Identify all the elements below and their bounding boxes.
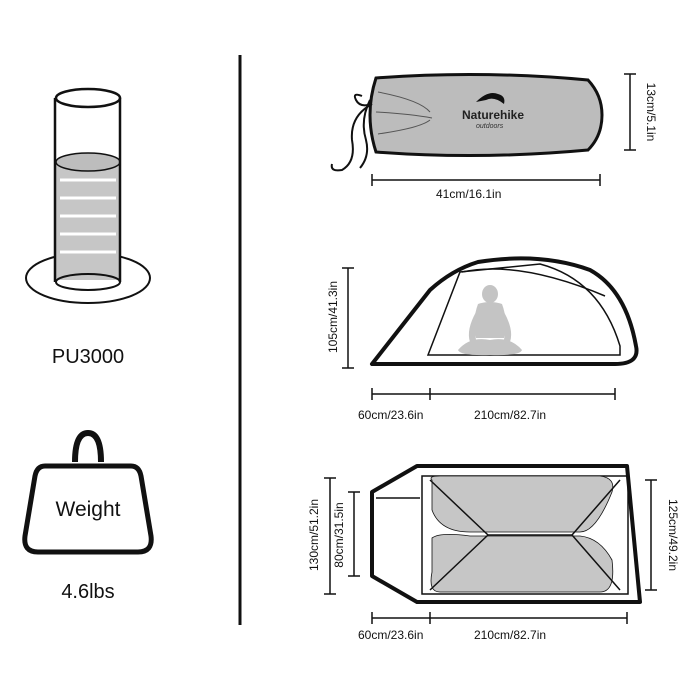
side-vestibule-label: 60cm/23.6in xyxy=(358,408,424,422)
top-outer-width-dimension-line xyxy=(324,477,336,595)
tent-side-view-illustration xyxy=(370,256,639,366)
waterproof-rating-label: PU3000 xyxy=(51,346,125,368)
side-inner-length-label: 210cm/82.7in xyxy=(474,408,547,422)
waterproof-cylinder-icon xyxy=(25,87,151,304)
weight-icon-text: Weight xyxy=(55,498,121,521)
weight-icon xyxy=(22,429,154,555)
top-door-width-dimension-line xyxy=(348,491,360,577)
person-sitting-icon xyxy=(458,285,522,356)
side-height-dimension-line xyxy=(342,267,354,369)
top-inner-length-label: 210cm/82.7in xyxy=(474,628,547,642)
top-inner-width-label: 125cm/49.2in xyxy=(666,498,680,572)
packed-height-label: 13cm/5.1in xyxy=(644,82,658,142)
top-length-dimension-line xyxy=(371,612,628,624)
top-vestibule-label: 60cm/23.6in xyxy=(358,628,424,642)
tent-top-view-illustration xyxy=(370,464,642,604)
packed-length-label: 41cm/16.1in xyxy=(436,187,502,201)
weight-value: 4.6lbs xyxy=(61,581,115,603)
packed-bag-illustration xyxy=(330,72,604,172)
packed-length-dimension-line xyxy=(371,174,601,186)
side-height-label: 105cm/41.3in xyxy=(326,280,340,354)
top-inner-width-dimension-line xyxy=(645,479,657,591)
bag-brand-logo-text: Naturehike xyxy=(462,108,525,122)
bag-brand-subtext: outdoors xyxy=(476,123,504,130)
top-outer-width-label: 130cm/51.2in xyxy=(307,498,321,572)
side-length-dimension-line xyxy=(371,388,616,400)
top-door-width-label: 80cm/31.5in xyxy=(332,502,346,568)
packed-height-dimension-line xyxy=(624,73,636,151)
